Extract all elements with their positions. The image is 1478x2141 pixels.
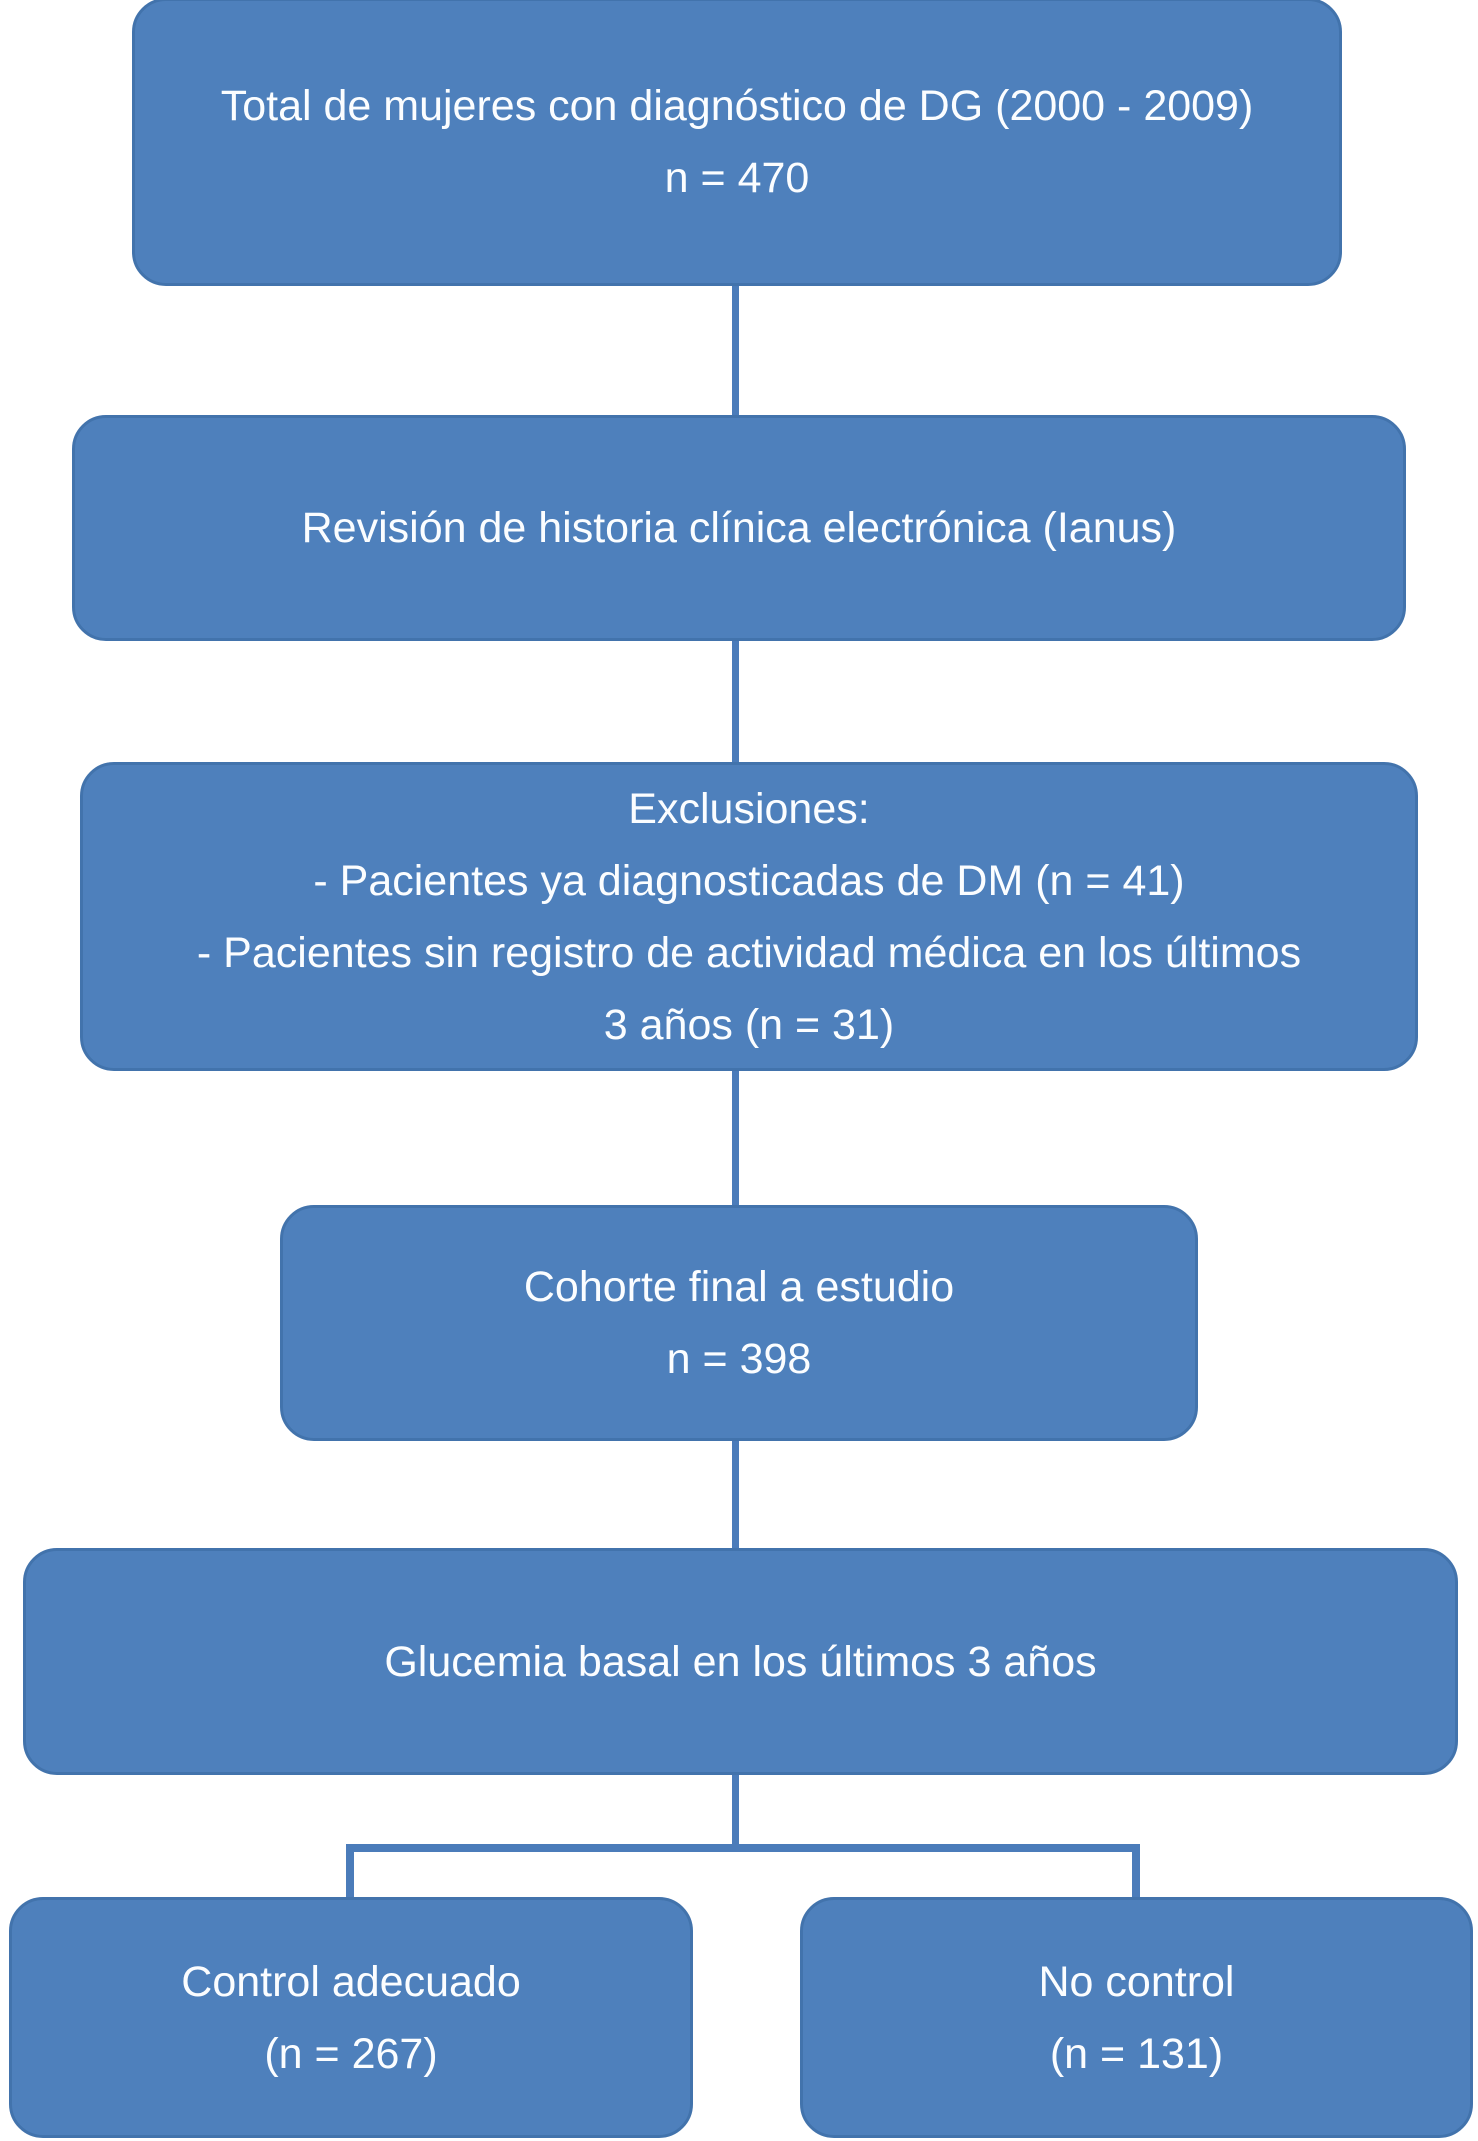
flowchart-node-revision: Revisión de historia clínica electrónica… <box>72 415 1406 641</box>
connector-cohorte-to-glucemia <box>732 1436 739 1552</box>
connector-branch-horizontal <box>346 1844 1140 1852</box>
connector-revision-to-exclusiones <box>732 636 739 766</box>
flowchart-node-glucemia: Glucemia basal en los últimos 3 años <box>23 1548 1458 1775</box>
node-exclusiones-line-3: - Pacientes sin registro de actividad mé… <box>196 928 1302 977</box>
connector-glucemia-to-branch <box>732 1771 739 1848</box>
connector-branch-to-no-control <box>1132 1844 1140 1902</box>
node-glucemia-line-1: Glucemia basal en los últimos 3 años <box>384 1637 1097 1686</box>
flowchart-node-no-control: No control (n = 131) <box>800 1897 1473 2138</box>
node-total-line-2: n = 470 <box>664 154 810 202</box>
node-exclusiones-line-2: - Pacientes ya diagnosticadas de DM (n =… <box>313 856 1185 905</box>
node-cohorte-line-2: n = 398 <box>666 1335 812 1383</box>
node-cohorte-line-1: Cohorte final a estudio <box>523 1263 955 1311</box>
flowchart-node-control-adecuado: Control adecuado (n = 267) <box>9 1897 693 2138</box>
node-no-control-line-2: (n = 131) <box>1049 2029 1224 2078</box>
node-exclusiones-line-1: Exclusiones: <box>628 784 870 833</box>
connector-total-to-revision <box>732 283 739 419</box>
flowchart-node-exclusiones: Exclusiones: - Pacientes ya diagnosticad… <box>80 762 1418 1071</box>
flowchart-node-total: Total de mujeres con diagnóstico de DG (… <box>132 0 1342 286</box>
connector-exclusiones-to-cohorte <box>732 1066 739 1209</box>
node-control-adecuado-line-1: Control adecuado <box>181 1957 521 2006</box>
node-total-line-1: Total de mujeres con diagnóstico de DG (… <box>220 82 1254 130</box>
flowchart-node-cohorte: Cohorte final a estudio n = 398 <box>280 1205 1198 1441</box>
node-revision-line-1: Revisión de historia clínica electrónica… <box>301 504 1177 552</box>
node-no-control-line-1: No control <box>1038 1957 1235 2006</box>
node-control-adecuado-line-2: (n = 267) <box>264 2029 438 2078</box>
node-exclusiones-line-4: 3 años (n = 31) <box>603 1000 895 1049</box>
connector-branch-to-control-adecuado <box>346 1844 354 1902</box>
